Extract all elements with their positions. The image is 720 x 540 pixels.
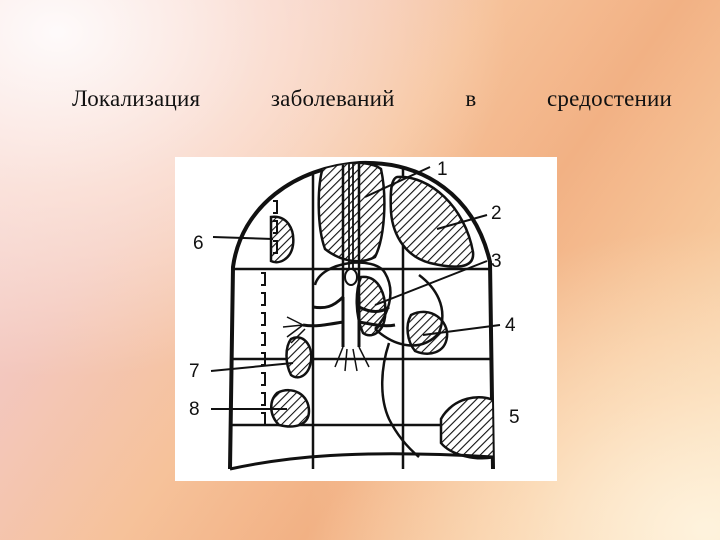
- hilar-lines-lower: [334, 346, 370, 372]
- title-word-4: средостении: [547, 86, 672, 111]
- lesion-6: [269, 215, 295, 264]
- leader-6: [212, 236, 274, 240]
- label-3: 3: [491, 251, 502, 272]
- lesion-5: [439, 395, 493, 460]
- label-4: 4: [505, 315, 516, 336]
- label-1: 1: [437, 159, 448, 180]
- leader-4: [422, 324, 501, 336]
- label-6: 6: [193, 233, 204, 254]
- lesion-2: [389, 175, 475, 268]
- hilar-lines-left: [282, 316, 306, 344]
- leader-7: [210, 362, 294, 372]
- trachea: [341, 162, 361, 297]
- lesion-1: [317, 162, 386, 263]
- trachea-lumen: [348, 162, 354, 269]
- label-2: 2: [491, 203, 502, 224]
- tracheal-ring: [344, 268, 358, 286]
- aorta-outline: [381, 342, 420, 458]
- diagram-drawing: 1 2 3 4 5 6 7 8: [189, 159, 520, 471]
- title-word-1: Локализация: [72, 86, 201, 111]
- title-word-2: заболеваний: [270, 86, 395, 111]
- lesion-4: [406, 310, 449, 355]
- leader-3: [374, 260, 488, 306]
- slide-title: Локализация заболеваний в средостении: [72, 86, 672, 112]
- leader-2: [436, 214, 488, 230]
- label-5: 5: [509, 407, 520, 428]
- label-7: 7: [189, 361, 200, 382]
- label-8: 8: [189, 399, 200, 420]
- title-word-3: в: [465, 86, 477, 111]
- diaphragm-line: [229, 452, 494, 471]
- lesion-3: [355, 275, 387, 337]
- spine-brackets: [261, 200, 278, 426]
- bronchi: [302, 295, 396, 347]
- leader-1: [364, 166, 431, 198]
- lesion-7: [285, 336, 313, 379]
- mediastinum-diagram: 1 2 3 4 5 6 7 8: [175, 157, 557, 481]
